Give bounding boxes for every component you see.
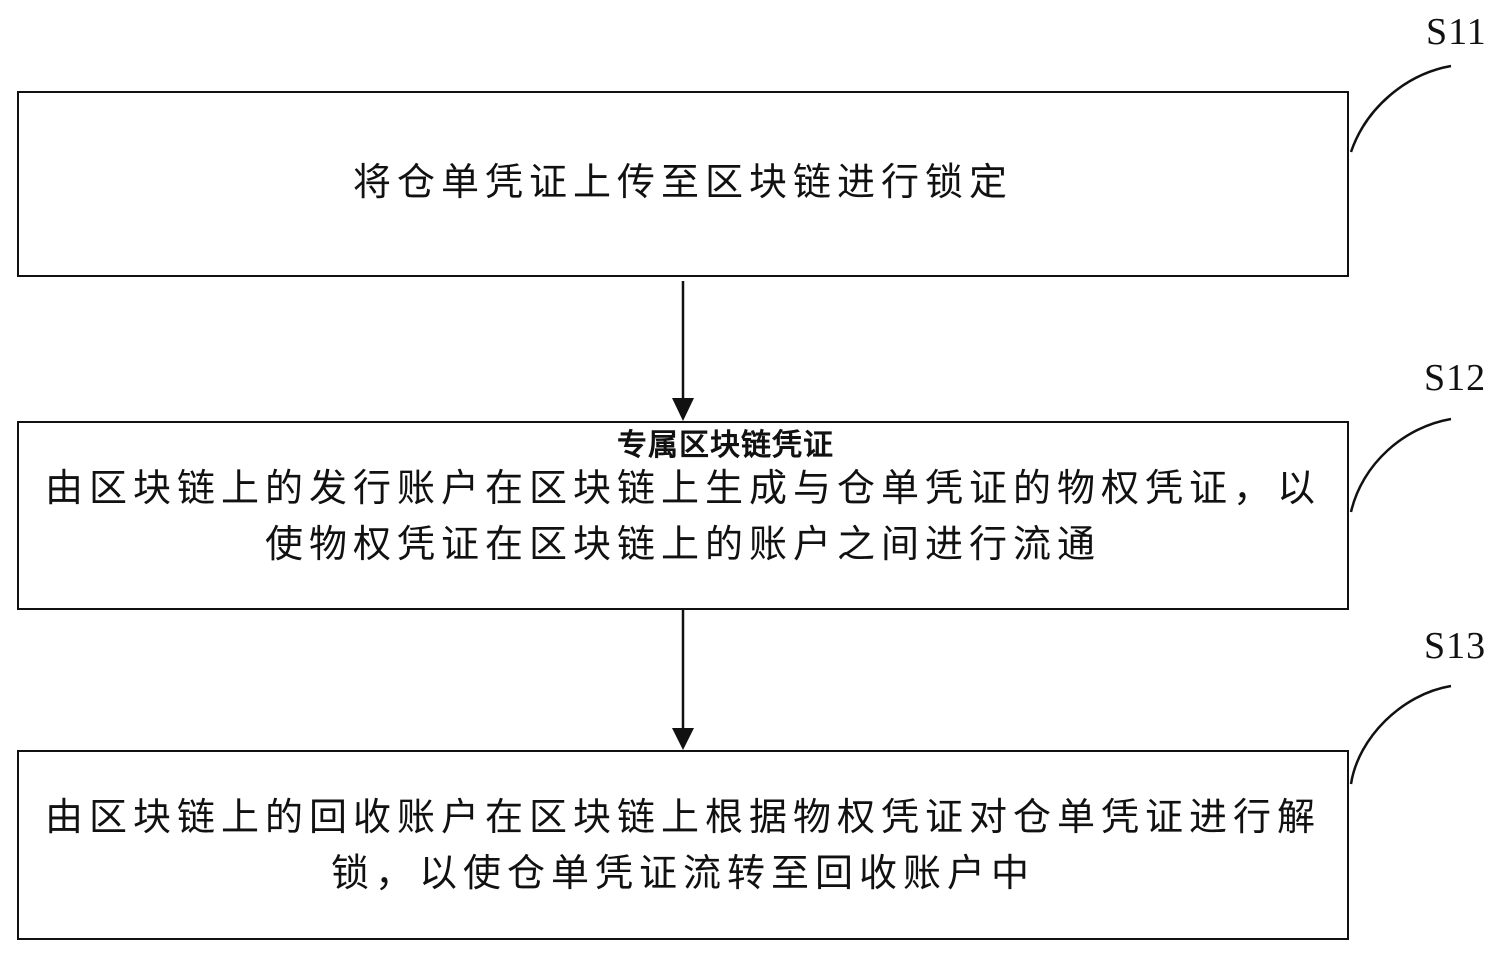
step-text-s13: 由区块链上的回收账户在区块链上根据物权凭证对仓单凭证进行解锁，以使仓单凭证流转至… — [44, 795, 1321, 895]
step-box-s12: 由区块链上的发行账户在区块链上生成与仓单凭证的物权凭证，以使物权凭证在区块链上的… — [17, 421, 1349, 610]
leader-curve-s12 — [1349, 417, 1452, 513]
step-text-s11: 将仓单凭证上传至区块链进行锁定 — [352, 160, 1013, 204]
leader-curve-s11 — [1349, 64, 1452, 153]
watermark-label: 专属区块链凭证 — [617, 428, 834, 463]
step-text-s12: 由区块链上的发行账户在区块链上生成与仓单凭证的物权凭证，以使物权凭证在区块链上的… — [44, 465, 1321, 566]
step-box-s11: 将仓单凭证上传至区块链进行锁定 — [17, 91, 1349, 277]
step-label-s11: S11 — [1426, 11, 1487, 53]
leader-curve-s13 — [1349, 684, 1452, 785]
arrow-s11-to-s12 — [672, 281, 694, 421]
step-label-s13: S13 — [1424, 625, 1487, 667]
step-box-s13: 由区块链上的回收账户在区块链上根据物权凭证对仓单凭证进行解锁，以使仓单凭证流转至… — [17, 750, 1349, 940]
step-label-s12: S12 — [1424, 357, 1487, 399]
arrow-s12-to-s13 — [672, 610, 694, 750]
